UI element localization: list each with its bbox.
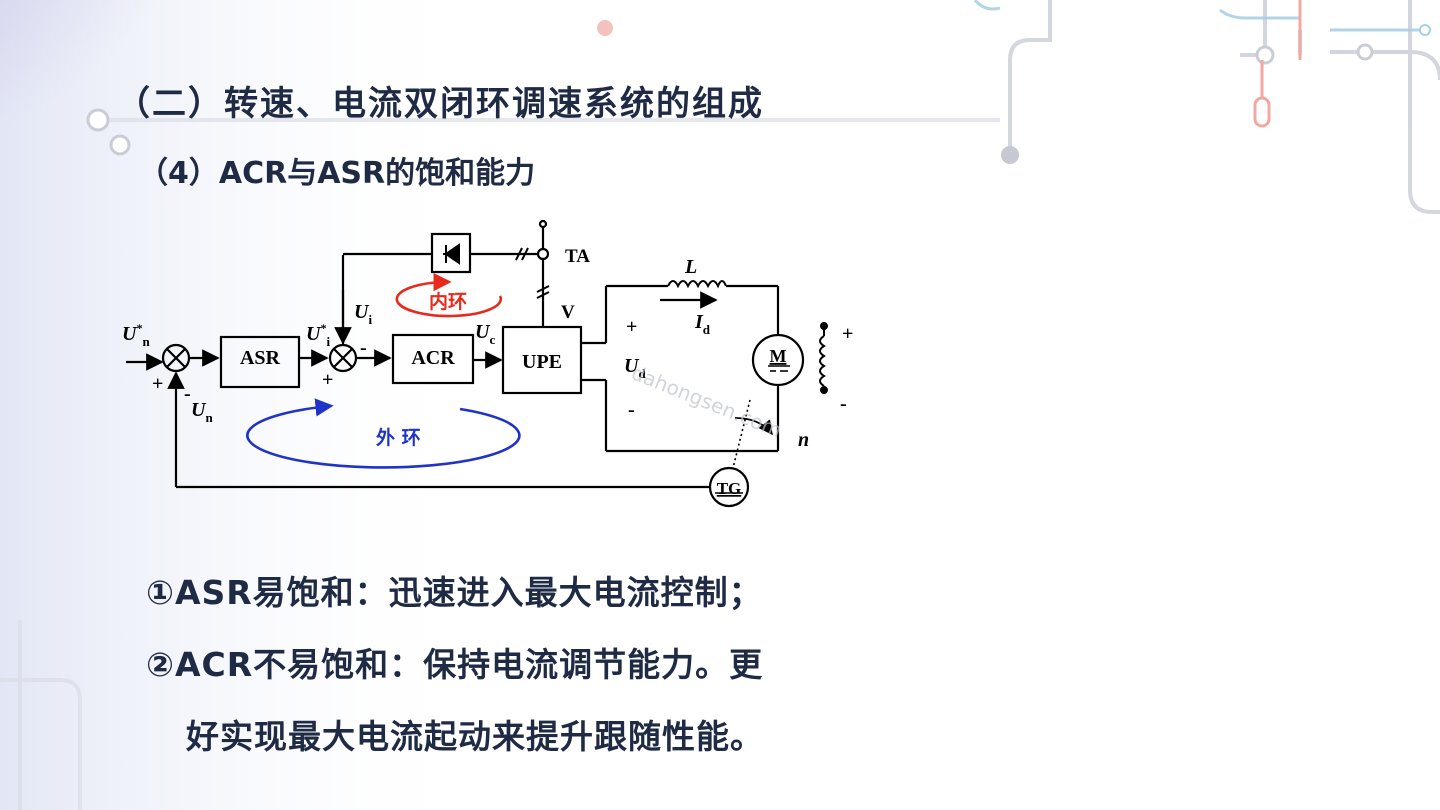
- slide-subtitle: （4）ACR与ASR的饱和能力: [138, 156, 536, 191]
- inner-loop-label: 内环: [429, 290, 467, 313]
- sum1-minus: -: [184, 383, 191, 405]
- sum1-plus: +: [152, 373, 163, 395]
- summing-junction-speed: [161, 343, 191, 373]
- diode-icon: [443, 243, 460, 265]
- outer-loop-arrow: [246, 398, 521, 469]
- field-plus: +: [842, 323, 853, 345]
- ud-plus: +: [626, 316, 637, 338]
- v-label: V: [561, 302, 575, 323]
- inner-loop-arrow: [395, 272, 503, 318]
- inductance-label: L: [684, 256, 697, 278]
- uc-label: Uc: [475, 321, 495, 347]
- acr-label: ACR: [411, 347, 455, 369]
- sum2-plus: +: [322, 369, 333, 391]
- bullet-asr-saturation: ①ASR易饱和：迅速进入最大电流控制；: [146, 573, 763, 612]
- un-star-label: U*n: [122, 321, 150, 349]
- ui-star-label: U*i: [306, 321, 330, 349]
- ta-terminal: [536, 247, 550, 261]
- inductor-icon: [667, 280, 727, 289]
- asr-label: ASR: [240, 347, 281, 369]
- sum2-minus: -: [360, 337, 367, 359]
- ud-minus: -: [628, 399, 635, 421]
- field-minus: -: [840, 393, 847, 415]
- line-break-marks: [515, 247, 550, 299]
- motor-symbol: [751, 333, 805, 387]
- ui-label: Ui: [354, 301, 372, 327]
- tg-label: TG: [717, 479, 742, 498]
- id-label: Id: [694, 311, 711, 337]
- ta-label: TA: [565, 246, 590, 267]
- ud-label: Ud: [624, 355, 646, 381]
- un-label: Un: [191, 399, 213, 425]
- motor-label: M: [770, 346, 787, 366]
- asr-block: [219, 335, 301, 389]
- upe-label: UPE: [522, 351, 562, 373]
- bullet-acr-continuation: 好实现最大电流起动来提升跟随性能。: [186, 717, 764, 756]
- outer-loop-label: 外 环: [376, 426, 421, 449]
- bullet-acr-saturation: ②ACR不易饱和：保持电流调节能力。更: [146, 645, 764, 684]
- field-winding-icon: [819, 322, 828, 394]
- summing-junction-current: [328, 343, 358, 373]
- speed-n-label: n: [798, 429, 809, 451]
- slide-title: （二）转速、电流双闭环调速系统的组成: [116, 84, 764, 124]
